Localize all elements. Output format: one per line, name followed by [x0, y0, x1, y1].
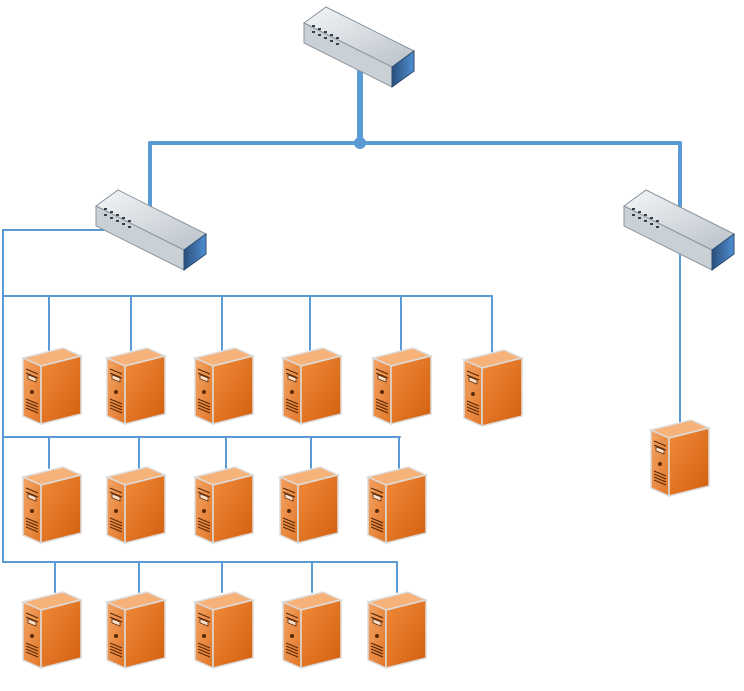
server-tower-icon — [648, 419, 710, 497]
server-tower-icon — [365, 591, 427, 669]
server-tower-icon — [365, 466, 427, 544]
server-tower-icon — [280, 591, 342, 669]
left-trunk — [2, 229, 113, 563]
server-tower-icon — [192, 591, 254, 669]
bus-junction — [354, 137, 366, 149]
server-tower-icon — [20, 347, 82, 425]
server-tower-icon — [192, 466, 254, 544]
server-tower-icon — [277, 466, 339, 544]
server-tower-icon — [104, 466, 166, 544]
row1-drops — [48, 295, 493, 353]
server-tower-icon — [192, 347, 254, 425]
network-links — [2, 67, 682, 593]
server-tower-icon — [370, 347, 432, 425]
server-row-2 — [20, 466, 427, 544]
server-tower-icon — [104, 591, 166, 669]
server-tower-icon — [280, 347, 342, 425]
server-tower-icon — [104, 347, 166, 425]
server-tower-icon — [20, 466, 82, 544]
server-tower-icon — [20, 591, 82, 669]
row2-drops — [48, 436, 400, 469]
server-row-3 — [20, 591, 427, 669]
server-tower-icon — [461, 349, 523, 427]
server-row-1 — [20, 347, 523, 427]
row3-drops — [54, 561, 398, 593]
